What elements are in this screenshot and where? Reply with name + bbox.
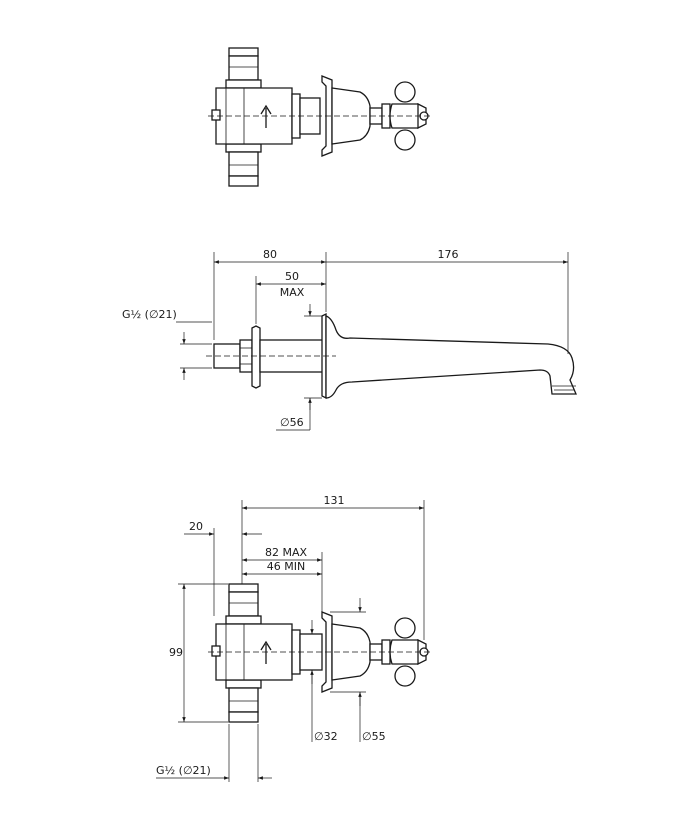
dim-82max-label: 82 MAX bbox=[265, 546, 308, 559]
dim-50-label: 50 bbox=[285, 270, 299, 283]
dim-valve-thread-label: G½ (∅21) bbox=[156, 764, 211, 777]
dim-55-label: ∅55 bbox=[362, 730, 386, 743]
spout-view bbox=[206, 312, 577, 400]
dim-80-label: 80 bbox=[263, 248, 277, 261]
dim-32-label: ∅32 bbox=[314, 730, 338, 743]
valve-top-view bbox=[208, 47, 432, 187]
dim-56-label: ∅56 bbox=[280, 416, 304, 429]
dim-20-label: 20 bbox=[189, 520, 203, 533]
dim-99-label: 99 bbox=[169, 646, 183, 659]
dim-46min-label: 46 MIN bbox=[267, 560, 305, 573]
valve-dimensions bbox=[156, 500, 425, 782]
dim-176-label: 176 bbox=[438, 248, 459, 261]
dim-max-label: MAX bbox=[280, 286, 305, 299]
valve-bottom-view bbox=[208, 583, 432, 723]
dim-131-label: 131 bbox=[324, 494, 345, 507]
dim-spout-thread-label: G½ (∅21) bbox=[122, 308, 177, 321]
spout-dimensions bbox=[176, 252, 569, 431]
